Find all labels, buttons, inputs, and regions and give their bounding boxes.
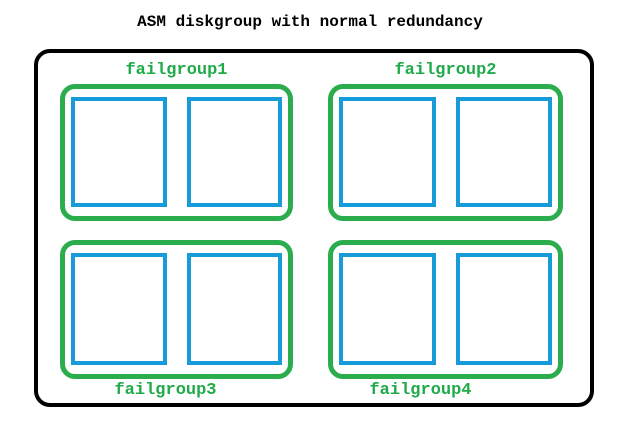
failgroup3-box [60, 240, 293, 379]
asm-disk [339, 97, 436, 207]
failgroup3-label: failgroup3 [114, 381, 217, 400]
asm-disk [186, 97, 282, 207]
asm-disk [186, 253, 282, 365]
failgroup2-box [328, 84, 563, 221]
asm-disk [71, 97, 167, 207]
failgroup1-label: failgroup1 [125, 61, 228, 80]
failgroup1-box [60, 84, 293, 221]
asm-disk [71, 253, 167, 365]
asm-disk [455, 97, 552, 207]
asm-disk [455, 253, 552, 365]
failgroup4-box [328, 240, 563, 379]
failgroup2-label: failgroup2 [394, 61, 497, 80]
asm-diskgroup-box [34, 49, 594, 407]
diagram-title: ASM diskgroup with normal redundancy [137, 13, 483, 31]
asm-disk [339, 253, 436, 365]
failgroup4-label: failgroup4 [369, 381, 472, 400]
